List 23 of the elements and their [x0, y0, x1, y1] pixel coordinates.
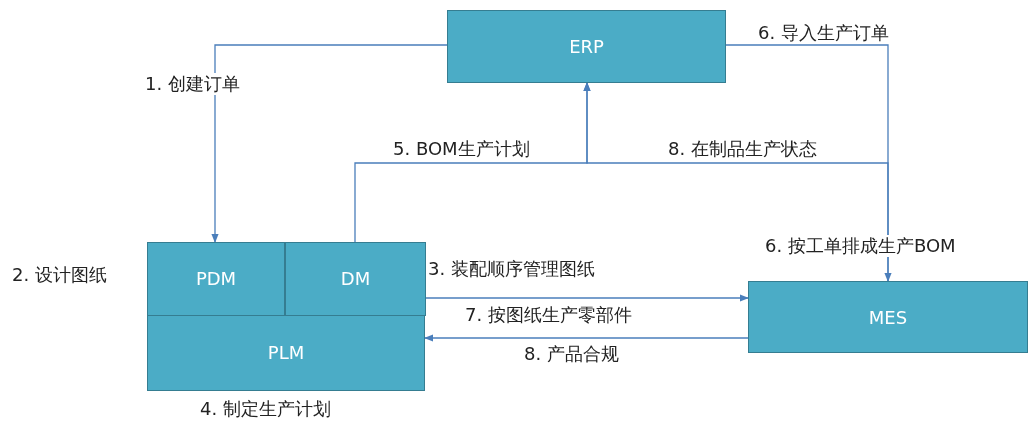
process-box [748, 281, 1028, 353]
annotation-text: 3. 装配顺序管理图纸 [426, 258, 597, 280]
process-box [447, 10, 726, 83]
edge-label: 6. 导入生产订单 [756, 22, 891, 44]
edge-label: 7. 按图纸生产零部件 [463, 304, 634, 326]
box-label: DM [339, 268, 372, 290]
connector-arrow [425, 294, 749, 302]
box-label: PLM [266, 342, 306, 364]
box-label: PDM [194, 268, 238, 290]
box-label: MES [867, 307, 909, 329]
process-box [147, 242, 425, 391]
box-label: ERP [568, 36, 605, 58]
connector-arrow [725, 44, 892, 282]
edge-label: 1. 创建订单 [143, 73, 242, 95]
annotation-text: 4. 制定生产计划 [198, 398, 333, 420]
edge-label: 8. 产品合规 [522, 343, 621, 365]
process-box [285, 242, 426, 316]
connector-arrow [211, 44, 448, 243]
process-box [147, 242, 285, 316]
connector-arrow [424, 334, 749, 342]
edge-label: 8. 在制品生产状态 [666, 138, 819, 160]
edge-label: 5. BOM生产计划 [391, 138, 532, 160]
annotation-text: 2. 设计图纸 [10, 264, 109, 286]
